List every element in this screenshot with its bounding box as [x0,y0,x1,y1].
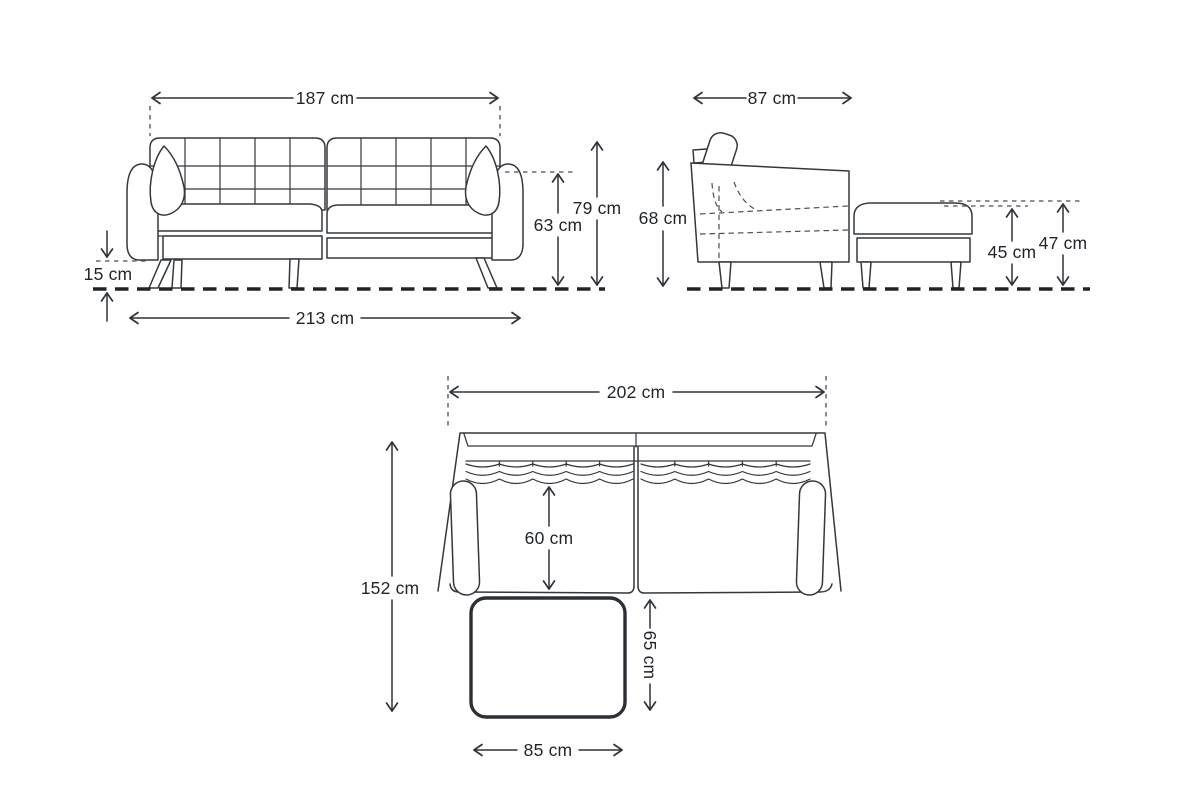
side-arm-panel [690,162,850,263]
top-label-seat-depth: 60 cm [525,528,574,548]
top-ext-width [447,376,827,430]
front-arm-pillow-left [149,145,186,216]
front-label-height-total: 79 cm [573,198,622,218]
front-label-clearance: 15 cm [84,264,133,284]
top-label-chaise-depth: 65 cm [640,631,660,680]
top-seat-divider [628,446,644,594]
side-view: 87 cm 68 cm 45 cm 47 cm [639,88,1090,291]
front-label-height-arm: 63 cm [534,215,583,235]
front-label-back-width: 187 cm [296,88,355,108]
front-back-tufting-grid [149,137,501,210]
top-back-cushion-waves-right [640,460,811,485]
top-back-cushion-waves-left [465,460,634,485]
front-back-panel-left [149,137,326,211]
front-base-chaise [162,235,323,260]
top-arm-pillow-right [795,480,827,596]
top-frame-outline [437,432,842,592]
side-label-height-seat: 45 cm [988,242,1037,262]
side-label-depth: 87 cm [748,88,797,108]
side-chaise-cushion [853,202,973,235]
top-arm-pillow-left [449,480,481,596]
side-label-height-arm: 68 cm [639,208,688,228]
top-label-width: 202 cm [607,382,666,402]
top-view: 202 cm 152 cm 60 cm 65 cm 85 cm [361,376,842,760]
side-legs [718,261,833,289]
front-label-width-total: 213 cm [296,308,355,328]
front-ext-back-width [149,106,501,136]
front-view: 187 cm 79 cm 63 cm 15 cm 213 cm [84,88,622,328]
top-chaise-outline [469,596,627,719]
top-back-rail [463,433,817,462]
front-back-panel-right [326,137,501,211]
top-label-depth: 152 cm [361,578,420,598]
side-chaise-base [856,237,971,263]
top-label-chaise-width: 85 cm [524,740,573,760]
front-legs [148,257,498,289]
side-label-height-chaise: 47 cm [1039,233,1088,253]
front-base-right [326,237,501,259]
side-chaise-legs [860,261,962,289]
front-arm-pillow-right [464,145,501,216]
